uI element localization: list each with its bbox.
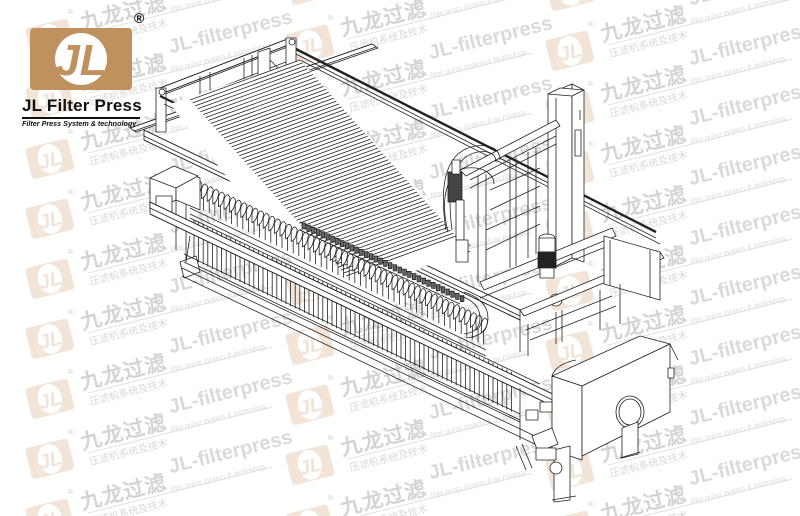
brand-tagline: Filter Press System & technology [22,119,137,128]
svg-text:JL: JL [55,36,106,85]
brand-divider [22,117,140,119]
jl-logo-icon: JL [30,28,132,90]
wash-gantry [443,83,617,307]
hydraulic-housing [551,335,679,503]
registered-mark: ® [134,10,145,26]
brand-name: JL Filter Press [22,96,142,115]
brand-logo: JL ® JL Filter Press Filter Press System… [22,10,162,130]
